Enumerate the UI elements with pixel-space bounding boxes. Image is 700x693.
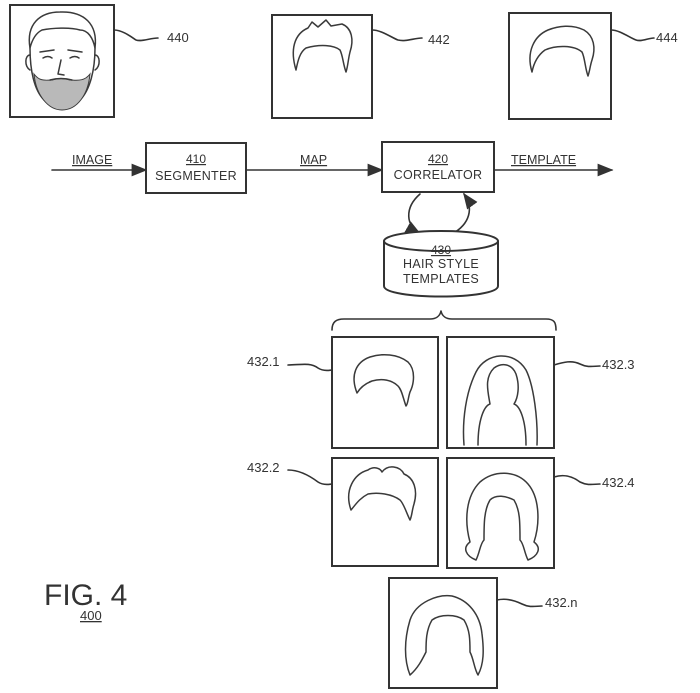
database-number: 430 <box>431 243 451 257</box>
template-432-n <box>388 577 498 689</box>
input-image-panel <box>9 4 115 118</box>
database-label-line1: HAIR STYLE <box>403 257 479 271</box>
shoulder-hair-template-icon <box>465 472 539 561</box>
bob-hair-template-icon <box>404 594 484 676</box>
label-432-4: 432.4 <box>602 475 635 490</box>
short-hair-template-1-icon <box>353 353 415 407</box>
bearded-face-icon <box>25 11 100 111</box>
correlator-number: 420 <box>428 152 448 166</box>
hair-style-templates-database: 430 HAIR STYLE TEMPLATES <box>383 230 499 298</box>
flow-label-image: IMAGE <box>72 153 112 167</box>
template-432-2 <box>331 457 439 567</box>
correlator-box: 420 CORRELATOR <box>381 141 495 193</box>
template-432-1 <box>331 336 439 449</box>
label-432-1: 432.1 <box>247 354 280 369</box>
flow-label-map: MAP <box>300 153 327 167</box>
short-hair-template-icon <box>529 25 595 77</box>
segmenter-name: SEGMENTER <box>155 169 237 183</box>
label-432-n: 432.n <box>545 595 578 610</box>
long-hair-template-icon <box>462 355 538 446</box>
template-image-panel <box>508 12 612 120</box>
correlator-name: CORRELATOR <box>394 168 483 182</box>
label-440: 440 <box>167 30 189 45</box>
figure-number: 400 <box>80 608 102 623</box>
label-432-2: 432.2 <box>247 460 280 475</box>
template-432-4 <box>446 457 555 569</box>
grouping-brace <box>331 310 557 331</box>
label-444: 444 <box>656 30 678 45</box>
map-image-panel <box>271 14 373 119</box>
database-label-line2: TEMPLATES <box>403 272 479 286</box>
segmenter-box: 410 SEGMENTER <box>145 142 247 194</box>
label-432-3: 432.3 <box>602 357 635 372</box>
flow-label-template: TEMPLATE <box>511 153 576 167</box>
figure-title: FIG. 4 <box>44 579 127 612</box>
messy-hair-template-icon <box>347 466 417 521</box>
short-hair-map-icon <box>292 19 353 73</box>
template-432-3 <box>446 336 555 449</box>
label-442: 442 <box>428 32 450 47</box>
segmenter-number: 410 <box>186 152 206 166</box>
